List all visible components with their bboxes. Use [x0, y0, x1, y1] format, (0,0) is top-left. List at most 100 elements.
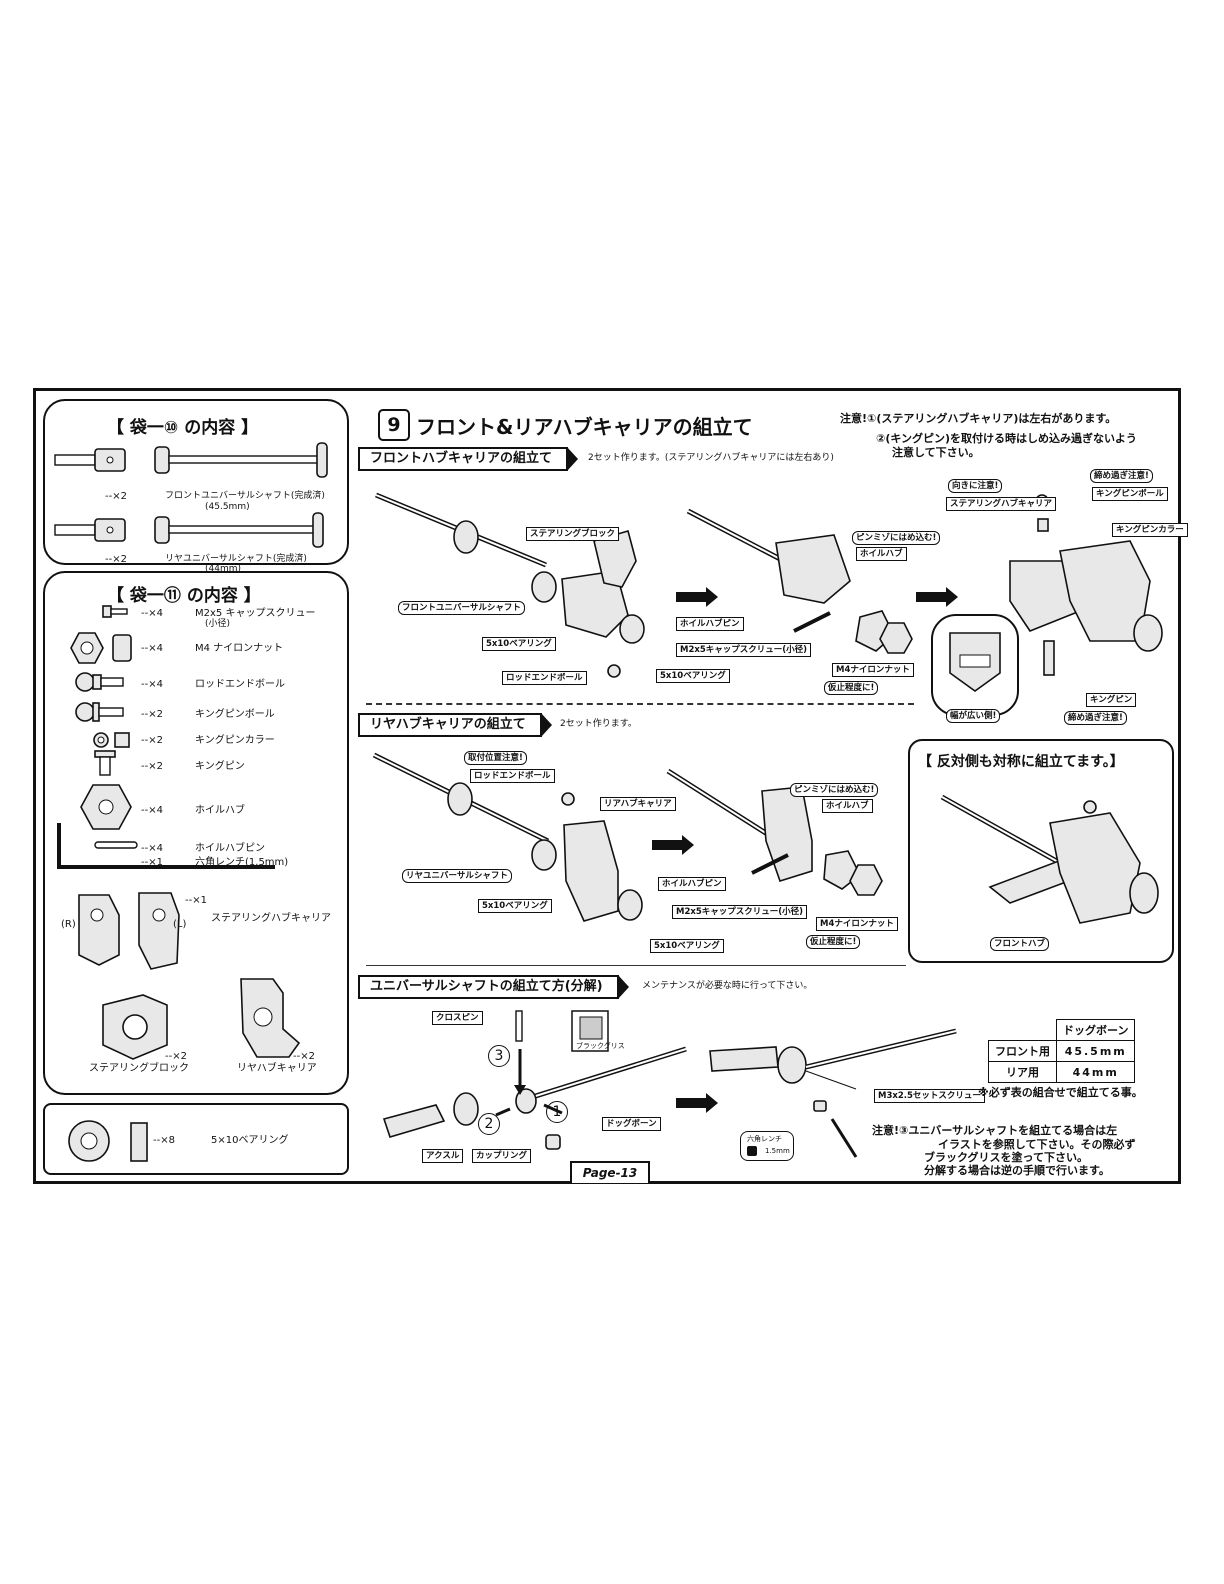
bearing-icon — [68, 1120, 148, 1162]
kingpin-icon — [94, 750, 116, 776]
table-row-label: フロント用 — [988, 1040, 1057, 1062]
rear-carrier-qty: --×2 — [293, 1051, 315, 1062]
axle-label: アクスル — [422, 1149, 464, 1163]
rear-temp-label: 仮止程度に! — [806, 935, 861, 949]
front-hub-pin-label: ホイルハブピン — [676, 617, 744, 631]
kingpin-ball-label: キングピンボール — [1092, 487, 1168, 501]
front-bearing-2-label: 5x10ベアリング — [656, 669, 730, 683]
wheel-hub-icon — [80, 784, 132, 830]
table-row: フロント用 45.5mm — [988, 1040, 1136, 1062]
bag11-name-0: M2x5 キャップスクリュー — [195, 608, 316, 619]
position-warning-label: 取付位置注意! — [464, 751, 527, 765]
symmetric-panel: 【 反対側も対称に組立てます。】 フロントハブ — [908, 739, 1174, 963]
carrier-label: ステアリングハブキャリア — [946, 497, 1057, 511]
bag11-name-8: 六角レンチ(1.5mm) — [195, 857, 289, 868]
rear-cap-screw-label: M2x5キャップスクリュー(小径) — [672, 905, 808, 919]
bag11-panel: 【 袋一⑪ の内容 】 --×4 M2x5 キャップスクリュー (小径) --×… — [43, 571, 349, 1095]
step-badge-1: 1 — [546, 1101, 568, 1123]
table-row-value: 45.5mm — [1055, 1040, 1136, 1062]
universal-note-3d: 分解する場合は逆の手順で行います。 — [924, 1164, 1110, 1177]
kingpin-collar-label: キングピンカラー — [1112, 523, 1188, 537]
bearing-name: 5×10ベアリング — [211, 1135, 289, 1146]
rear-wheel-hub-label: ホイルハブ — [822, 799, 873, 813]
front-temp-label: 仮止程度に! — [824, 681, 879, 695]
bag10-item-1-name: フロントユニバーサルシャフト(完成済) — [165, 491, 325, 501]
bag10-item-2-sub: (44mm) — [205, 564, 242, 574]
step-title: フロント&リアハブキャリアの組立て — [416, 415, 753, 439]
steering-hub-carrier-illustration — [78, 892, 180, 970]
bearing-qty: --×8 — [153, 1135, 175, 1146]
front-nylon-nut-label: M4ナイロンナット — [832, 663, 914, 677]
kingpin-collar-icon — [93, 732, 130, 748]
front-hub-label: フロントハブ — [990, 937, 1050, 951]
carrier-name: ステアリングハブキャリア — [211, 913, 331, 924]
universal-assembly-complete — [709, 1028, 957, 1158]
front-wheel-hub-label: ホイルハブ — [856, 547, 907, 561]
section-divider — [366, 703, 914, 705]
cross-pin-label: クロスピン — [432, 1011, 483, 1025]
rear-bearing-2-label: 5x10ベアリング — [650, 939, 724, 953]
rear-pin-warning-label: ピンミゾにはめ込む! — [790, 783, 879, 797]
bag11-qty-4: --×2 — [141, 735, 163, 746]
universal-section-header: ユニバーサルシャフトの組立て方(分解) — [358, 975, 629, 999]
tighten-warning-2-label: 締め過ぎ注意! — [1064, 711, 1127, 725]
rear-hub-pin-label: ホイルハブピン — [658, 877, 726, 891]
front-section-header: フロントハブキャリアの組立て — [358, 447, 579, 471]
direction-warning-label: 向きに注意! — [948, 479, 1003, 493]
step-badge-3: 3 — [488, 1045, 510, 1067]
bag11-sub-0: (小径) — [205, 619, 231, 629]
step-note-1: 注意!①(ステアリングハブキャリア)は左右があります。 — [840, 412, 1117, 425]
rear-section-note: 2セット作ります。 — [560, 719, 637, 729]
bag11-qty-3: --×2 — [141, 709, 163, 720]
front-bearing-1-label: 5x10ベアリング — [482, 637, 556, 651]
bag11-name-7: ホイルハブピン — [195, 843, 265, 854]
nylon-nut-icon — [70, 632, 132, 664]
bag11-qty-7: --×4 — [141, 843, 163, 854]
bag11-name-1: M4 ナイロンナット — [195, 643, 284, 654]
set-screw-label: M3x2.5セットスクリュー — [874, 1089, 985, 1103]
front-section-note: 2セット作ります。(ステアリングハブキャリアには左右あり) — [588, 453, 834, 463]
rear-assembly-step2 — [666, 768, 883, 896]
bag11-qty-6: --×4 — [141, 805, 163, 816]
rod-end-ball-icon — [75, 672, 124, 692]
step-note-2b: 注意して下さい。 — [892, 446, 980, 459]
hub-pin-icon — [94, 841, 138, 849]
block-name: ステアリングブロック — [89, 1063, 189, 1074]
front-shaft-illustration — [54, 442, 328, 478]
universal-arrow — [676, 1093, 718, 1113]
rear-hub-carrier-illustration — [240, 978, 301, 1058]
rear-shaft-label: リヤユニバーサルシャフト — [402, 869, 512, 883]
front-cap-screw-label: M2x5キャップスクリュー(小径) — [676, 643, 812, 657]
bearing-panel: --×8 5×10ベアリング — [43, 1103, 349, 1175]
rear-nylon-nut-label: M4ナイロンナット — [816, 917, 898, 931]
kingpin-label: キングピン — [1086, 693, 1137, 707]
symmetric-title: 【 反対側も対称に組立てます。】 — [918, 754, 1124, 770]
front-assembly-step2 — [686, 508, 913, 654]
table-header-row: ドッグボーン — [989, 1019, 1136, 1041]
universal-note-3a: 注意!③ユニバーサルシャフトを組立てる場合は左 — [872, 1124, 1118, 1137]
bag10-title: 【 袋一⑩ の内容 】 — [107, 418, 259, 438]
rear-carrier-name: リヤハブキャリア — [237, 1063, 317, 1074]
bag11-qty-8: --×1 — [141, 857, 163, 868]
wrench-label: 六角レンチ — [747, 1135, 782, 1143]
carrier-l-label: (L) — [173, 919, 187, 930]
wide-side-label: 幅が広い側! — [946, 709, 1001, 723]
rear-section-header: リヤハブキャリアの組立て — [358, 713, 552, 737]
universal-section-note: メンテナンスが必要な時に行って下さい。 — [642, 981, 813, 991]
table-header: ドッグボーン — [1055, 1019, 1136, 1041]
bag10-panel: 【 袋一⑩ の内容 】 --×2 フロントユニバーサルシャフト(完成済) (45… — [43, 399, 349, 574]
carrier-r-label: (R) — [61, 919, 76, 930]
block-qty: --×2 — [165, 1051, 187, 1062]
front-hub-assembly-illustration — [940, 794, 1159, 924]
bag10-item-2-qty: --×2 — [105, 554, 127, 565]
cap-screw-icon — [102, 605, 128, 618]
carrier-qty: --×1 — [185, 895, 207, 906]
bag11-qty-0: --×4 — [141, 608, 163, 619]
rear-carrier-label: リアハブキャリア — [600, 797, 676, 811]
bag11-qty-2: --×4 — [141, 679, 163, 690]
wrench-size: 1.5mm — [765, 1147, 790, 1155]
bag11-name-5: キングピン — [195, 761, 245, 772]
step-number: 9 — [378, 409, 410, 441]
rear-rod-end-label: ロッドエンドボール — [470, 769, 555, 783]
step-badge-2: 2 — [478, 1113, 500, 1135]
